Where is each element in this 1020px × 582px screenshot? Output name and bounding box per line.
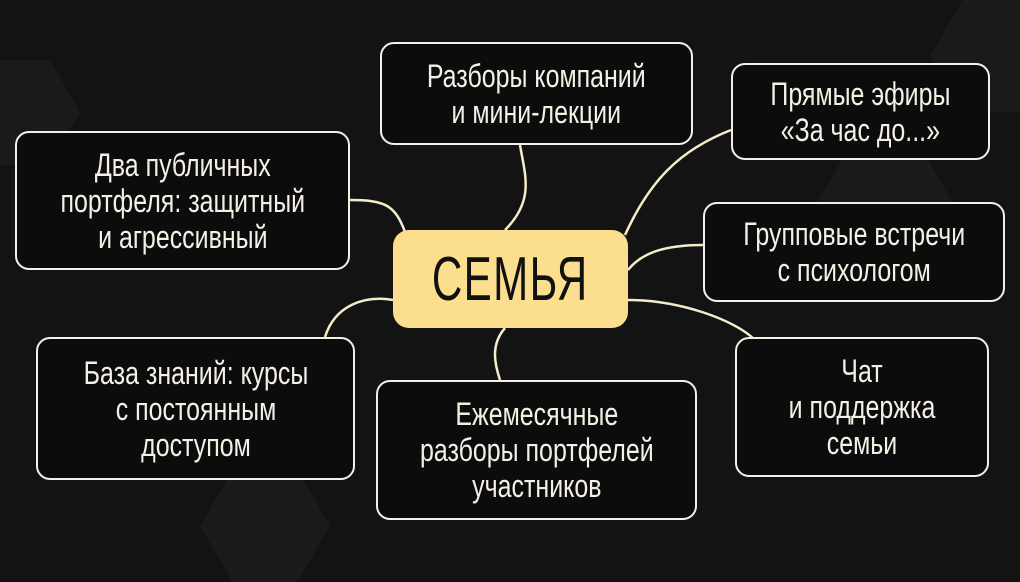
connector-public-portfolios: [349, 198, 407, 233]
node-text: и агрессивный: [97, 218, 268, 255]
node-text: Два публичных: [94, 146, 271, 183]
node-text: семьи: [826, 425, 898, 461]
connector-live-streams: [623, 128, 732, 236]
node-text: портфеля: защитный: [60, 182, 305, 219]
node-text: разборы портфелей: [419, 432, 654, 468]
node-text: доступом: [140, 426, 251, 463]
node-text: Разборы компаний: [427, 57, 646, 94]
center-label: СЕМЬЯ: [432, 244, 589, 314]
center-node: СЕМЬЯ: [393, 230, 628, 328]
connector-knowledge-base: [323, 297, 394, 338]
connector-group-meetings: [627, 243, 704, 271]
node-text: с психологом: [777, 252, 931, 288]
connector-company-reviews: [504, 144, 527, 231]
connector-lines: [323, 128, 756, 381]
node-text: и поддержка: [788, 389, 936, 425]
node-text: Групповые встречи: [743, 216, 965, 252]
connector-chat-support: [627, 298, 756, 341]
node-text: участников: [471, 468, 602, 504]
node-text: с постоянным: [115, 390, 276, 427]
connector-monthly-reviews: [493, 327, 506, 381]
node-text: Прямые эфиры: [770, 75, 951, 112]
node-live-streams: Прямые эфиры«За час до...»: [731, 63, 990, 160]
node-text: Ежемесячные: [455, 396, 618, 432]
node-text: и мини-лекции: [451, 93, 622, 130]
node-text: Чат: [841, 353, 883, 389]
node-text: «За час до...»: [780, 111, 941, 148]
node-text: База знаний: курсы: [83, 354, 308, 391]
